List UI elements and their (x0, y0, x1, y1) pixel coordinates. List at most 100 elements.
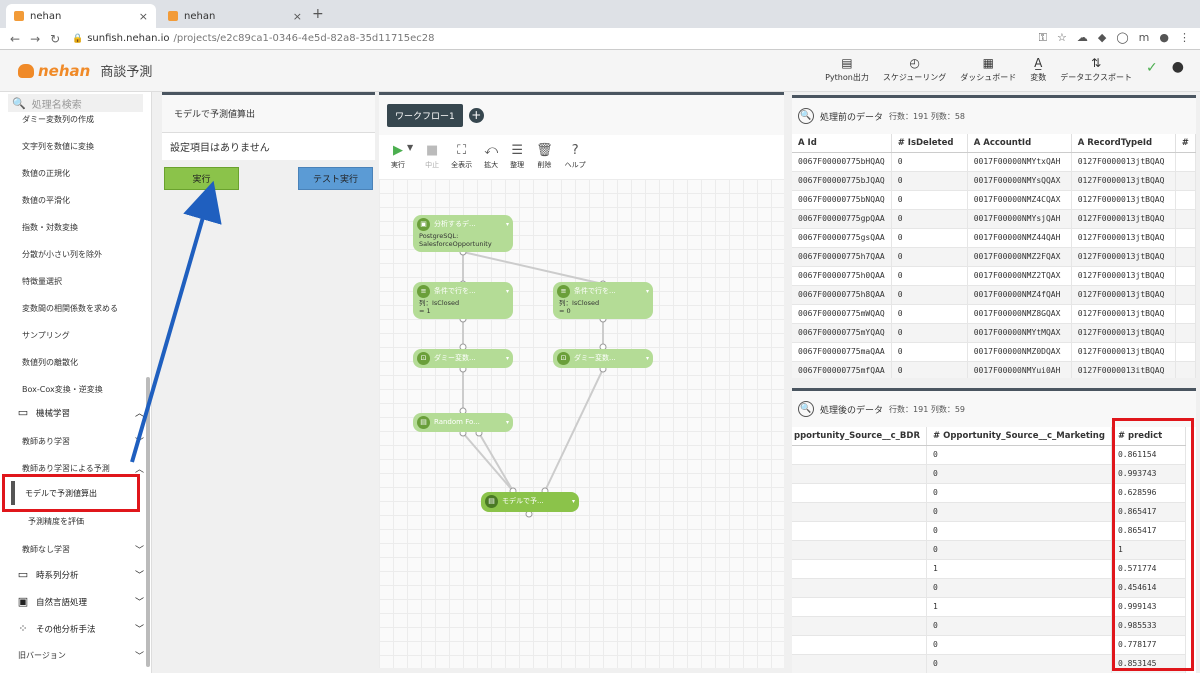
forward-icon[interactable]: → (30, 31, 41, 46)
table-cell[interactable]: 0127F0000013jtBQAQ (1071, 342, 1176, 362)
table-cell[interactable] (792, 445, 928, 465)
data-export-button[interactable]: ⇅ データエクスポート (1060, 56, 1132, 83)
chevron-down-icon[interactable]: ▾ (645, 287, 649, 295)
column-header[interactable]: # (1175, 134, 1196, 153)
more-icon[interactable]: ⋮ (1179, 31, 1190, 44)
table-cell[interactable] (1175, 266, 1196, 286)
node-predict[interactable]: ▤ モデルで予... ▾ (481, 492, 579, 512)
table-cell[interactable]: 0067F00000775bHQAQ (792, 152, 892, 172)
back-icon[interactable]: ← (10, 31, 21, 46)
sidebar-group-other[interactable]: ⁘ その他分析手法 ﹀ (16, 622, 144, 635)
sidebar-item[interactable]: 数値の平滑化 (22, 196, 70, 205)
table-cell[interactable]: 0.865417 (1111, 521, 1186, 541)
table-cell[interactable]: 0067F00000775mfQAA (792, 361, 892, 378)
python-export-button[interactable]: ▤ Python出力 (825, 56, 869, 83)
dashboard-button[interactable]: ▦ ダッシュボード (960, 56, 1016, 83)
table-cell[interactable]: 0 (926, 635, 1112, 655)
table-cell[interactable] (792, 654, 928, 673)
table-cell[interactable]: 0 (926, 578, 1112, 598)
sidebar-item[interactable]: 指数・対数変換 (22, 223, 78, 232)
table-cell[interactable]: 0067F00000775gpQAA (792, 209, 892, 229)
table-cell[interactable] (792, 597, 928, 617)
chevron-down-icon[interactable]: ▾ (645, 354, 649, 362)
column-header[interactable]: # Opportunity_Source__c_Marketing (926, 427, 1112, 446)
table-cell[interactable]: 0 (891, 361, 968, 378)
logo[interactable]: nehan 商談予測 (18, 61, 152, 80)
table-cell[interactable]: 0067F00000775h8QAA (792, 285, 892, 305)
close-icon[interactable]: × (292, 9, 302, 23)
table-cell[interactable] (1175, 285, 1196, 305)
table-cell[interactable]: 0 (891, 266, 968, 286)
m-icon[interactable]: m (1138, 31, 1150, 44)
node-source[interactable]: ▣ 分析するデ... ▾ PostgreSQL:SalesforceOpport… (413, 215, 513, 252)
sidebar-item[interactable]: 数値列の離散化 (22, 358, 78, 367)
table-cell[interactable]: 0 (891, 285, 968, 305)
table-cell[interactable]: 0127F0000013jtBQAQ (1071, 304, 1176, 324)
table-cell[interactable]: 0017F00000NMZ0DQAX (967, 342, 1072, 362)
sidebar-scrollbar[interactable] (146, 377, 150, 667)
table-cell[interactable]: 0.999143 (1111, 597, 1186, 617)
table-cell[interactable]: 0067F00000775mYQAQ (792, 323, 892, 343)
browser-tab-1[interactable]: nehan × (6, 4, 156, 28)
sidebar-sub-unsupervised[interactable]: 教師なし学習 ﹀ (22, 543, 144, 556)
table-cell[interactable]: 0067F00000775h7QAA (792, 247, 892, 267)
table-cell[interactable]: 0 (926, 445, 1112, 465)
sidebar-group-nlp[interactable]: ▣ 自然言語処理 ﹀ (16, 595, 144, 608)
search-icon[interactable]: 🔍 (798, 108, 814, 124)
sidebar-group-timeseries[interactable]: ▭ 時系列分析 ﹀ (16, 568, 144, 581)
run-workflow-button[interactable]: ▶ 実行 (391, 143, 405, 170)
table-cell[interactable] (1175, 228, 1196, 248)
table-cell[interactable]: 0127F0000013jtBQAQ (1071, 266, 1176, 286)
table-cell[interactable]: 0.778177 (1111, 635, 1186, 655)
table-cell[interactable]: 0 (891, 171, 968, 191)
key-icon[interactable]: ⚿ (1038, 31, 1048, 44)
chevron-down-icon[interactable]: ▾ (505, 354, 509, 362)
table-cell[interactable]: 0 (926, 540, 1112, 560)
workflow-canvas[interactable]: ▣ 分析するデ... ▾ PostgreSQL:SalesforceOpport… (379, 179, 784, 668)
table-cell[interactable] (1175, 171, 1196, 191)
table-cell[interactable]: 0127F0000013jtBQAQ (1071, 285, 1176, 305)
table-cell[interactable]: 0017F00000NMZ2TQAX (967, 266, 1072, 286)
cloud-icon[interactable]: ☁ (1076, 31, 1088, 44)
table-cell[interactable]: 0067F00000775maQAA (792, 342, 892, 362)
chevron-down-icon[interactable]: ▾ (505, 418, 509, 426)
table-cell[interactable]: 0067F00000775bNQAQ (792, 190, 892, 210)
table-cell[interactable] (792, 483, 928, 503)
table-cell[interactable]: 0 (891, 190, 968, 210)
table-cell[interactable] (1175, 304, 1196, 324)
table-cell[interactable]: 0067F00000775gsQAA (792, 228, 892, 248)
table-cell[interactable]: 1 (926, 559, 1112, 579)
chevron-down-icon[interactable]: ▾ (571, 497, 575, 505)
table-cell[interactable]: 1 (1111, 540, 1186, 560)
scheduling-button[interactable]: ◴ スケジューリング (883, 56, 946, 83)
table-cell[interactable]: 0.985533 (1111, 616, 1186, 636)
sidebar-item[interactable]: 特徴量選択 (22, 277, 62, 286)
sidebar-sub-supervised[interactable]: 教師あり学習 ﹀ (22, 435, 144, 448)
circle-icon[interactable]: ◯ (1116, 31, 1129, 44)
table-cell[interactable]: 0017F00000NMZ8GQAX (967, 304, 1072, 324)
chevron-down-icon[interactable]: ▾ (505, 220, 509, 228)
table-cell[interactable]: 0017F00000NMYsQQAX (967, 171, 1072, 191)
table-cell[interactable]: 0127F0000013jtBQAQ (1071, 228, 1176, 248)
run-menu-button[interactable]: ▼ (407, 143, 413, 170)
sidebar-group-old[interactable]: 旧バージョン ﹀ (18, 649, 144, 662)
sidebar-sub-predict[interactable]: 教師あり学習による予測 ︿ (22, 462, 144, 475)
table-cell[interactable]: 0 (926, 464, 1112, 484)
table-cell[interactable] (1175, 342, 1196, 362)
arrange-button[interactable]: ☰ 整理 (510, 143, 524, 170)
table-cell[interactable]: 0 (891, 228, 968, 248)
chevron-down-icon[interactable]: ▾ (505, 287, 509, 295)
table-cell[interactable] (792, 521, 928, 541)
table-cell[interactable]: 0 (891, 152, 968, 172)
extension-icon[interactable]: ◆ (1097, 31, 1107, 44)
table-cell[interactable] (792, 578, 928, 598)
table-cell[interactable]: 0 (891, 209, 968, 229)
new-tab-button[interactable]: + (312, 6, 324, 22)
column-header[interactable]: A Id (792, 134, 892, 153)
browser-tab-2[interactable]: nehan × (160, 4, 310, 28)
table-cell[interactable]: 0 (891, 247, 968, 267)
table-cell[interactable] (792, 502, 928, 522)
table-cell[interactable]: 0 (926, 521, 1112, 541)
table-cell[interactable]: 0 (926, 654, 1112, 673)
sidebar-item[interactable]: 数値の正規化 (22, 169, 70, 178)
